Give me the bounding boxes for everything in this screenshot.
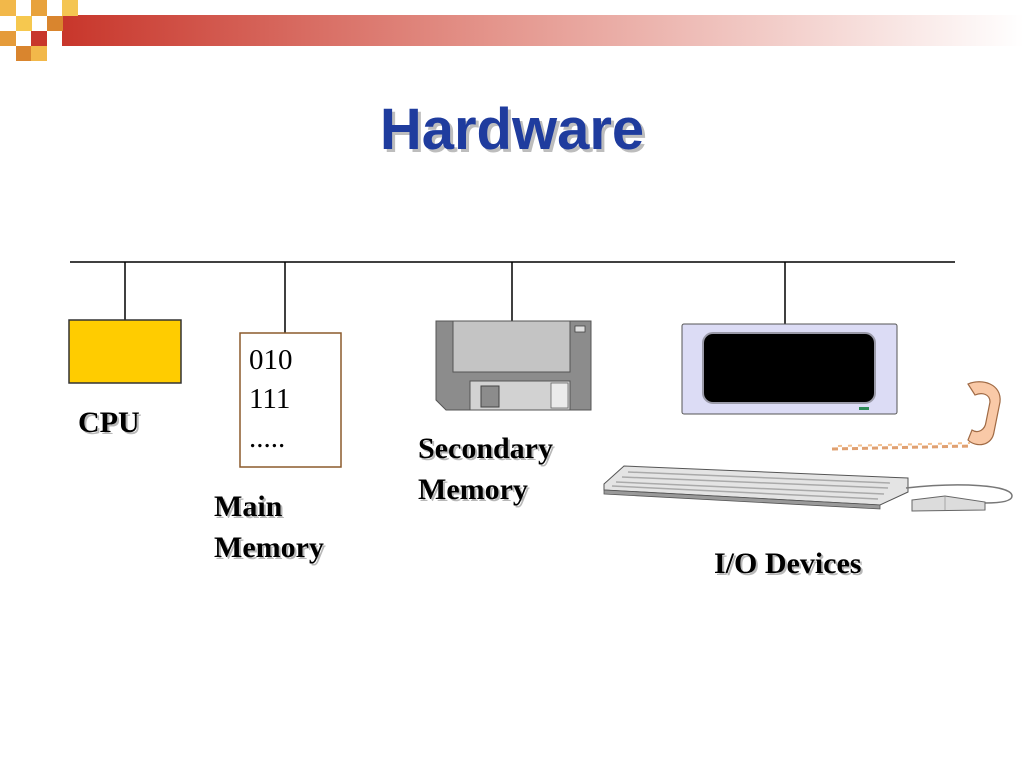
- main-memory-label-line2: Memory: [214, 531, 324, 564]
- main-memory-box: [239, 332, 342, 468]
- main-memory-label: Main Memory: [214, 486, 324, 568]
- io-devices-label: I/O Devices: [714, 543, 861, 584]
- mouse-icon: [905, 484, 1013, 512]
- cpu-box: [68, 319, 182, 384]
- main-memory-value: .....: [249, 422, 286, 454]
- io-devices-label-text: I/O Devices: [714, 547, 862, 580]
- secondary-memory-label-line2: Memory: [418, 473, 528, 506]
- cpu-label-text: CPU: [78, 406, 140, 439]
- main-memory-label-line1: Main: [214, 490, 283, 523]
- header-checker-squares: [0, 0, 78, 61]
- main-memory-value: 111: [249, 383, 291, 415]
- keyboard-icon: [603, 465, 909, 510]
- telephone-handset-icon: [831, 381, 1001, 451]
- header-gradient-bar: [62, 15, 1024, 46]
- main-memory-value: 010: [249, 344, 293, 376]
- secondary-memory-label-line1: Secondary: [418, 432, 553, 465]
- keyboard-keys: [611, 471, 891, 500]
- header-decoration: [0, 0, 1024, 61]
- monitor-icon: [681, 323, 898, 415]
- secondary-memory-label: Secondary Memory: [418, 428, 553, 510]
- floppy-disk-icon: [435, 320, 592, 411]
- slide-title: Hardware: [379, 97, 645, 162]
- main-memory-contents: 010 111 .....: [249, 341, 293, 458]
- cpu-label: CPU: [78, 402, 140, 443]
